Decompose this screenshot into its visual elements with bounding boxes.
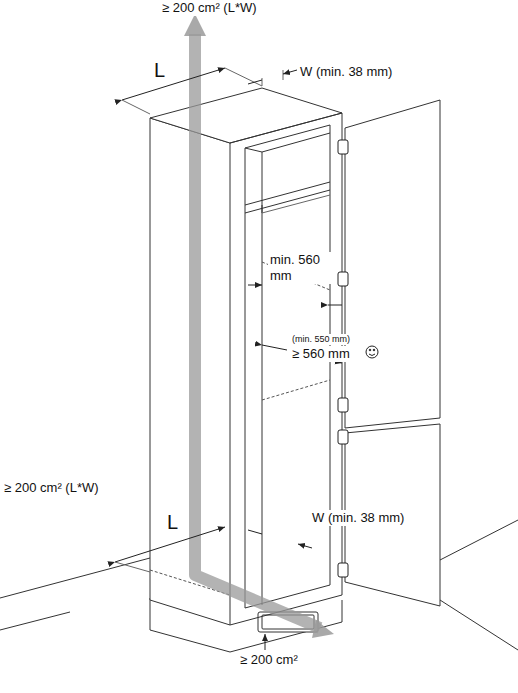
dimension-letter: L [152,58,167,82]
dimension-label: ≥ 560 mm [290,346,352,362]
smiley-symbol [366,346,378,358]
area-label: ≥ 200 cm² [238,652,300,668]
area-label: ≥ 200 cm² (L*W) [2,480,101,496]
dimension-label: W (min. 38 mm) [310,510,406,526]
dimension-label: W (min. 38 mm) [298,64,394,80]
dimension-label: min. 560 mm [268,252,332,284]
dimension-note: (min. 550 mm) [290,334,352,345]
area-label: ≥ 200 cm² (L*W) [160,0,259,16]
dimension-letter: L [165,510,180,534]
